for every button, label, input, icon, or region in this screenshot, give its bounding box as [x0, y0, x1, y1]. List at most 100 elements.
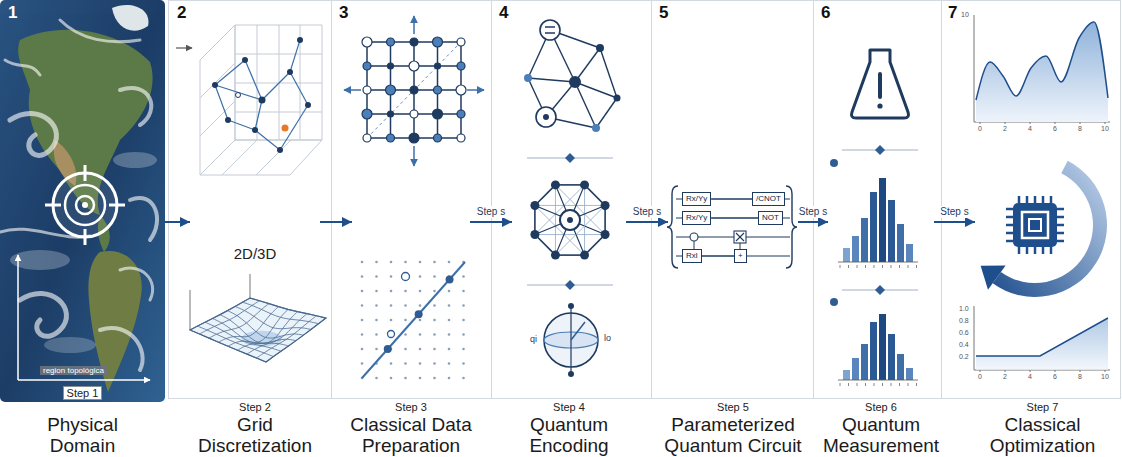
axis-tick-label: 10 — [1101, 373, 1109, 381]
histogram — [899, 265, 900, 268]
flow-arrow — [934, 221, 975, 223]
point-grid — [361, 304, 364, 307]
step-number: 3 — [339, 3, 348, 23]
histogram — [840, 265, 841, 268]
point-grid — [390, 290, 393, 293]
axis-tick-label: 0.2 — [959, 353, 969, 361]
scatter-links — [262, 72, 290, 100]
point-grid — [361, 261, 465, 380]
processor-chip — [1057, 208, 1064, 211]
step-title: Quantum Measurement — [816, 414, 946, 456]
network-nodes — [545, 26, 555, 28]
axis-arrows — [17, 255, 19, 380]
point-grid — [448, 304, 451, 307]
network-nodes — [536, 107, 556, 127]
network-links — [600, 48, 617, 98]
target-icon — [65, 185, 105, 225]
axis-tick-label: 2 — [1003, 125, 1007, 133]
mesh-surface — [257, 316, 317, 358]
histogram — [906, 368, 913, 380]
histogram — [908, 265, 909, 268]
line-chart — [974, 306, 1110, 372]
warning-flask-icon — [852, 50, 909, 118]
lattice-grid — [362, 37, 466, 143]
circuit-wire — [711, 199, 752, 200]
section-divider — [830, 298, 838, 306]
encoding-network — [580, 180, 589, 189]
point-grid — [404, 304, 407, 307]
lattice-grid — [433, 109, 443, 119]
processor-chip — [1050, 247, 1053, 254]
scatter-points — [252, 127, 258, 133]
line-chart — [1105, 370, 1106, 372]
scatter-points — [305, 102, 311, 108]
scatter-3d-plot — [200, 25, 322, 175]
axis-tick-label: 10 — [1101, 125, 1109, 133]
axis-tick-label: 0 — [978, 125, 982, 133]
encoding-network — [530, 180, 609, 259]
scatter-points — [259, 97, 266, 104]
encoding-network — [551, 251, 560, 260]
point-grid — [462, 319, 465, 322]
lattice-grid — [409, 61, 419, 71]
lattice-grid — [433, 37, 443, 47]
line-chart — [1055, 122, 1056, 124]
lattice-grid — [362, 37, 372, 47]
circuit-symbols — [736, 233, 744, 241]
axis-tick-label: 1.0 — [959, 305, 969, 313]
lattice-grid — [410, 38, 418, 46]
line-chart — [976, 318, 1108, 370]
lattice-grid — [367, 42, 461, 138]
gate-box: NOT — [758, 211, 783, 225]
axis-tick-label: 4 — [1028, 373, 1032, 381]
histogram — [916, 383, 917, 386]
earth-image — [5, 60, 40, 75]
line-chart — [1105, 122, 1106, 124]
point-grid — [390, 261, 393, 264]
lattice-grid — [388, 111, 394, 117]
point-grid — [462, 333, 465, 336]
scatter-links — [245, 60, 262, 100]
point-grid — [375, 290, 378, 293]
point-grid — [404, 333, 407, 336]
mesh-surface — [200, 301, 260, 334]
processor-chip — [1006, 208, 1013, 211]
histogram — [843, 248, 850, 262]
processor-chip — [1026, 196, 1029, 203]
encoding-network — [584, 185, 585, 255]
section-divider — [830, 145, 918, 306]
histogram — [865, 265, 866, 268]
point-grid — [462, 290, 465, 293]
axis-tick-label: 2 — [1003, 373, 1007, 381]
flow-arrow — [165, 221, 190, 223]
lattice-grid — [409, 133, 419, 143]
axis-arrows — [18, 255, 150, 380]
network-links — [596, 98, 617, 128]
circuit-symbols — [734, 231, 746, 243]
line-chart — [976, 318, 1108, 356]
point-grid — [419, 275, 422, 278]
flow-arrow — [320, 221, 352, 223]
point-grid — [462, 362, 465, 365]
histogram — [870, 322, 877, 380]
lattice-grid — [363, 62, 371, 70]
circuit-wires — [694, 241, 695, 249]
encoding-network — [580, 251, 589, 260]
histogram — [882, 383, 883, 386]
mesh-surface — [198, 326, 274, 357]
point-grid — [462, 275, 465, 278]
histogram — [865, 383, 866, 386]
processor-chip — [1050, 196, 1053, 203]
point-grid — [462, 377, 465, 380]
histogram — [857, 265, 858, 268]
point-grid — [433, 333, 436, 336]
network-nodes — [569, 76, 581, 88]
lattice-grid — [363, 86, 371, 94]
histogram — [891, 265, 892, 268]
line-chart — [974, 15, 975, 122]
point-grid — [448, 261, 451, 264]
earth-image — [10, 113, 56, 155]
optimization-loop-arrow — [981, 161, 1107, 297]
scatter-points — [212, 37, 311, 153]
line-chart — [1005, 122, 1006, 124]
